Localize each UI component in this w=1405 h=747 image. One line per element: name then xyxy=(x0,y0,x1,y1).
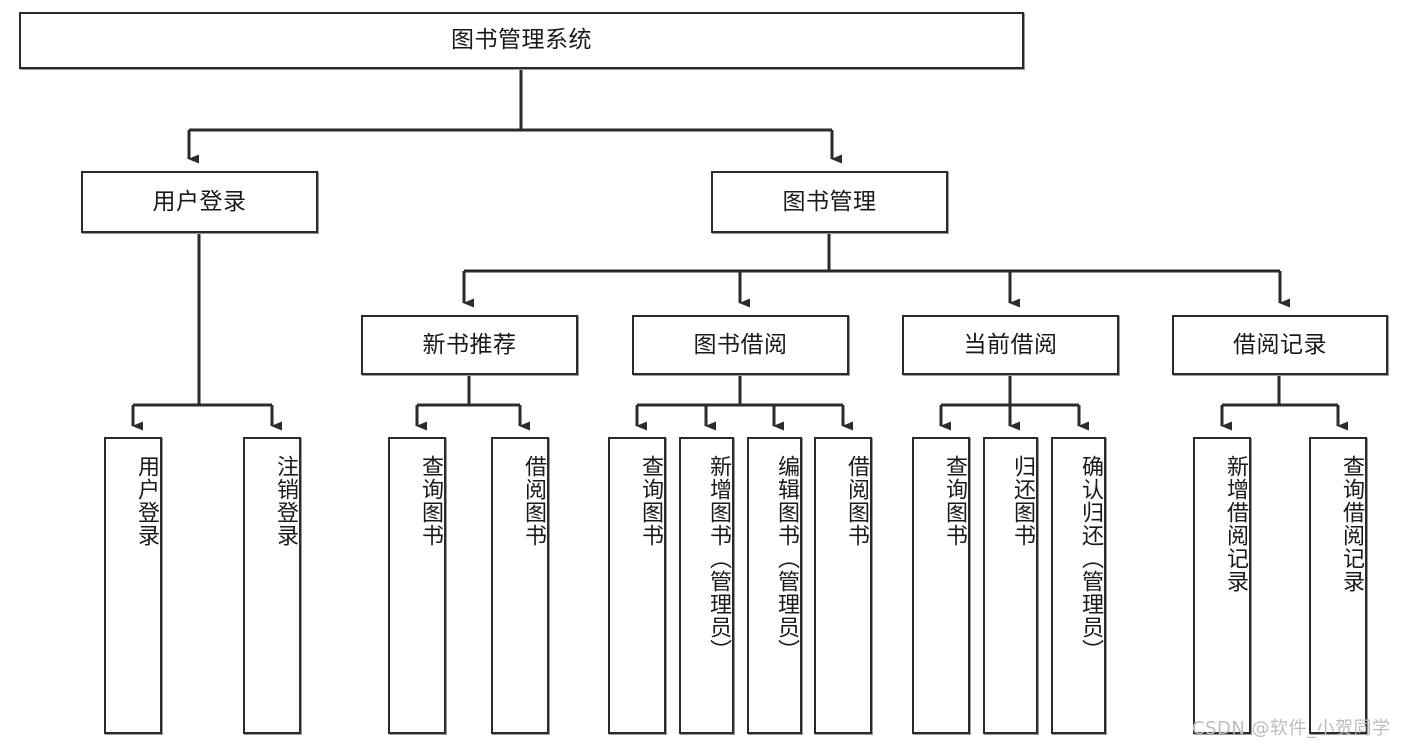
node-label: 新书推荐 xyxy=(422,331,517,358)
node-label: 查询图书 xyxy=(418,455,443,547)
leaf-current-query-book[interactable]: 查询图书 xyxy=(912,437,970,734)
leaf-current-return-book[interactable]: 归还图书 xyxy=(983,437,1038,734)
node-book-borrow[interactable]: 图书借阅 xyxy=(632,315,849,375)
leaf-borrow-borrow-book[interactable]: 借阅图书 xyxy=(814,437,872,734)
node-current-borrow[interactable]: 当前借阅 xyxy=(902,315,1119,375)
leaf-new-book-query[interactable]: 查询图书 xyxy=(388,437,446,734)
leaf-borrow-query-book[interactable]: 查询图书 xyxy=(608,437,666,734)
leaf-borrow-edit-book-admin[interactable]: 编辑图书（管理员） xyxy=(747,437,802,734)
leaf-record-add-record[interactable]: 新增借阅记录 xyxy=(1193,437,1251,734)
node-label: 借阅记录 xyxy=(1233,331,1327,358)
node-label: 用户登录 xyxy=(152,188,247,215)
leaf-user-login-login[interactable]: 用户登录 xyxy=(104,437,162,734)
leaf-user-login-logout[interactable]: 注销登录 xyxy=(243,437,301,734)
node-label: 确认归还（管理员） xyxy=(1078,455,1103,662)
node-user-login[interactable]: 用户登录 xyxy=(81,171,318,233)
node-label: 图书管理系统 xyxy=(451,27,592,54)
node-label: 图书借阅 xyxy=(693,331,788,358)
node-label: 编辑图书（管理员） xyxy=(774,455,799,662)
node-label: 查询图书 xyxy=(638,455,663,547)
node-book-management[interactable]: 图书管理 xyxy=(711,171,948,233)
node-label: 归还图书 xyxy=(1010,455,1035,547)
node-new-book-recommend[interactable]: 新书推荐 xyxy=(361,315,578,375)
node-label: 借阅图书 xyxy=(844,455,869,547)
csdn-watermark: CSDN @软件_小贺同学 xyxy=(1192,718,1391,739)
node-borrow-record[interactable]: 借阅记录 xyxy=(1172,315,1388,375)
leaf-record-query-record[interactable]: 查询借阅记录 xyxy=(1309,437,1367,734)
node-label: 新增借阅记录 xyxy=(1223,455,1248,593)
node-root-system[interactable]: 图书管理系统 xyxy=(19,12,1024,69)
node-label: 用户登录 xyxy=(134,455,159,547)
leaf-current-confirm-return-admin[interactable]: 确认归还（管理员） xyxy=(1051,437,1106,734)
node-label: 图书管理 xyxy=(782,188,877,215)
node-label: 当前借阅 xyxy=(963,331,1058,358)
leaf-borrow-add-book-admin[interactable]: 新增图书（管理员） xyxy=(679,437,734,734)
node-label: 注销登录 xyxy=(273,455,298,547)
node-label: 新增图书（管理员） xyxy=(706,455,731,662)
leaf-new-book-borrow[interactable]: 借阅图书 xyxy=(491,437,549,734)
node-label: 查询借阅记录 xyxy=(1339,455,1364,593)
node-label: 借阅图书 xyxy=(521,455,546,547)
node-label: 查询图书 xyxy=(942,455,967,547)
